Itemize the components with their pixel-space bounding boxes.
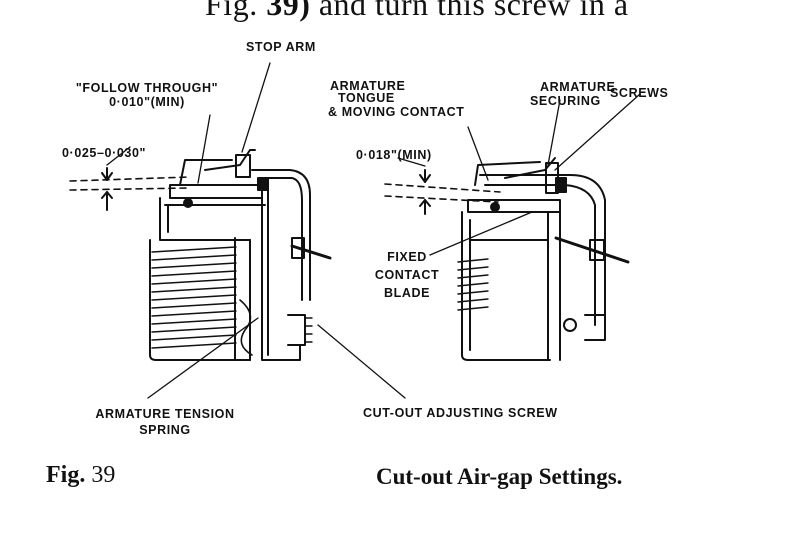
leader-lines xyxy=(106,62,641,399)
label-follow-through-title: "FOLLOW THROUGH" xyxy=(75,81,219,95)
running-text-end: and turn this screw in a xyxy=(318,0,629,22)
label-fixed-2: CONTACT xyxy=(374,268,440,282)
figure-number-value: 39 xyxy=(91,462,116,488)
label-fixed-contact-blade: FIXED CONTACT BLADE xyxy=(362,248,452,302)
label-screws: SCREWS xyxy=(610,86,669,100)
label-armature-tension-spring: ARMATURE TENSION SPRING xyxy=(75,406,255,438)
label-armature-tongue: ARMATURE TONGUE & MOVING CONTACT xyxy=(328,79,465,119)
label-securing-1: ARMATURE xyxy=(540,80,616,94)
label-tension-1: ARMATURE TENSION xyxy=(95,407,235,421)
label-fixed-3: BLADE xyxy=(383,286,431,300)
label-follow-through: "FOLLOW THROUGH" 0·010"(MIN) xyxy=(52,81,242,109)
running-text: Fig. 39) and turn this screw in a xyxy=(205,0,629,23)
label-fixed-1: FIXED xyxy=(387,250,427,264)
label-armature-tongue-3: & MOVING CONTACT xyxy=(328,105,465,119)
label-adjusting-screw: CUT-OUT ADJUSTING SCREW xyxy=(363,406,558,420)
label-stop-arm: STOP ARM xyxy=(246,40,316,54)
label-gap-right: 0·018"(MIN) xyxy=(356,148,432,162)
label-armature-tongue-1: ARMATURE xyxy=(330,79,406,93)
label-armature-tongue-2: TONGUE xyxy=(338,91,395,105)
figure-number-prefix: Fig. xyxy=(46,462,86,488)
right-cutout-unit xyxy=(384,157,630,361)
label-follow-through-value: 0·010"(MIN) xyxy=(109,95,185,109)
label-gap-left: 0·025–0·030" xyxy=(62,146,147,160)
label-securing: ARMATURE SECURING xyxy=(530,80,615,108)
left-cutout-unit xyxy=(69,149,332,361)
label-tension-2: SPRING xyxy=(139,423,191,437)
figure-caption: Cut-out Air-gap Settings. xyxy=(376,464,623,489)
figure-number: Fig. 39 xyxy=(46,462,115,489)
running-text-start: Fig. xyxy=(205,0,258,22)
running-text-figref: 39) xyxy=(266,0,311,22)
label-securing-2: SECURING xyxy=(530,94,601,108)
